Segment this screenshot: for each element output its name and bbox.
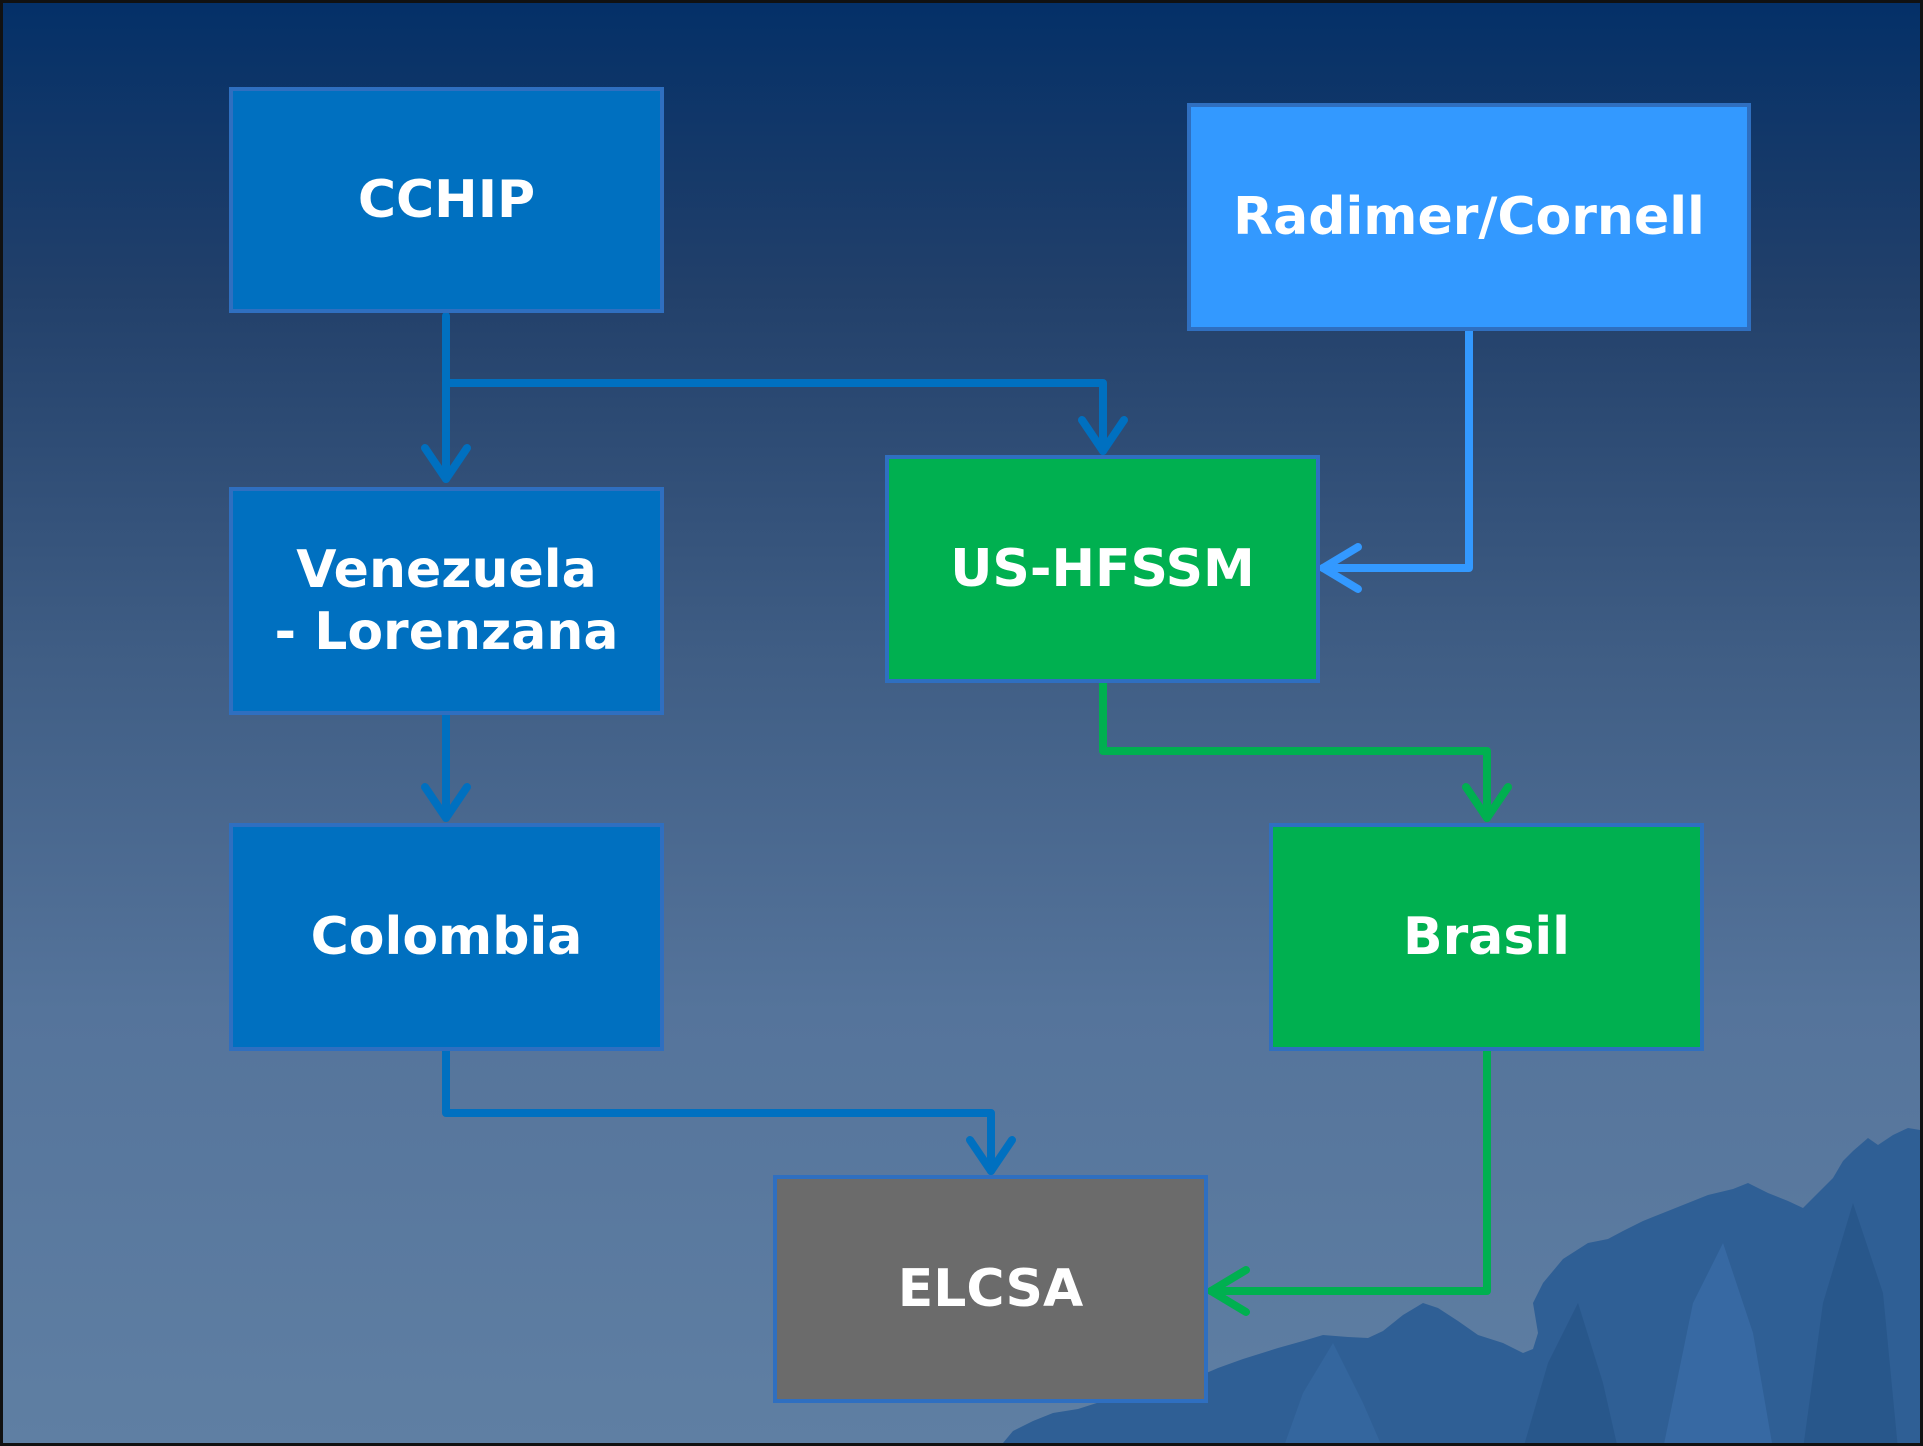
node-colombia-label: Colombia — [310, 906, 583, 967]
arrowhead-ushfssm-side — [1319, 543, 1362, 593]
node-venezuela-lorenzana: Venezuela - Lorenzana — [229, 487, 664, 715]
node-elcsa: ELCSA — [773, 1175, 1208, 1403]
edge-brasil-elcsa — [1207, 1047, 1491, 1295]
arrowhead-venezuela — [421, 444, 471, 483]
node-radimer-cornell: Radimer/Cornell — [1187, 103, 1751, 331]
edge-cchip-ushfssm — [442, 379, 1107, 455]
node-brasil-label: Brasil — [1403, 906, 1570, 967]
node-cchip: CCHIP — [229, 87, 664, 313]
arrowhead-colombia — [421, 783, 471, 822]
edge-ushfssm-brasil — [1099, 679, 1491, 822]
node-us-hfssm-label: US-HFSSM — [950, 538, 1255, 599]
node-elcsa-label: ELCSA — [897, 1258, 1084, 1319]
node-venezuela-lorenzana-label: Venezuela - Lorenzana — [274, 539, 619, 662]
node-brasil: Brasil — [1269, 823, 1704, 1051]
arrowhead-elcsa-side — [1207, 1266, 1250, 1316]
connector-lines — [421, 312, 1512, 1316]
node-radimer-cornell-label: Radimer/Cornell — [1233, 186, 1705, 247]
edge-colombia-elcsa — [442, 1047, 995, 1175]
node-colombia: Colombia — [229, 823, 664, 1051]
arrowhead-ushfssm — [1078, 416, 1128, 455]
mountain-silhouette — [1003, 1128, 1920, 1443]
node-us-hfssm: US-HFSSM — [885, 455, 1320, 683]
arrowhead-elcsa-top — [966, 1136, 1016, 1175]
arrowhead-brasil — [1462, 783, 1512, 822]
node-cchip-label: CCHIP — [357, 169, 536, 230]
edge-radimer-ushfssm — [1319, 327, 1473, 572]
